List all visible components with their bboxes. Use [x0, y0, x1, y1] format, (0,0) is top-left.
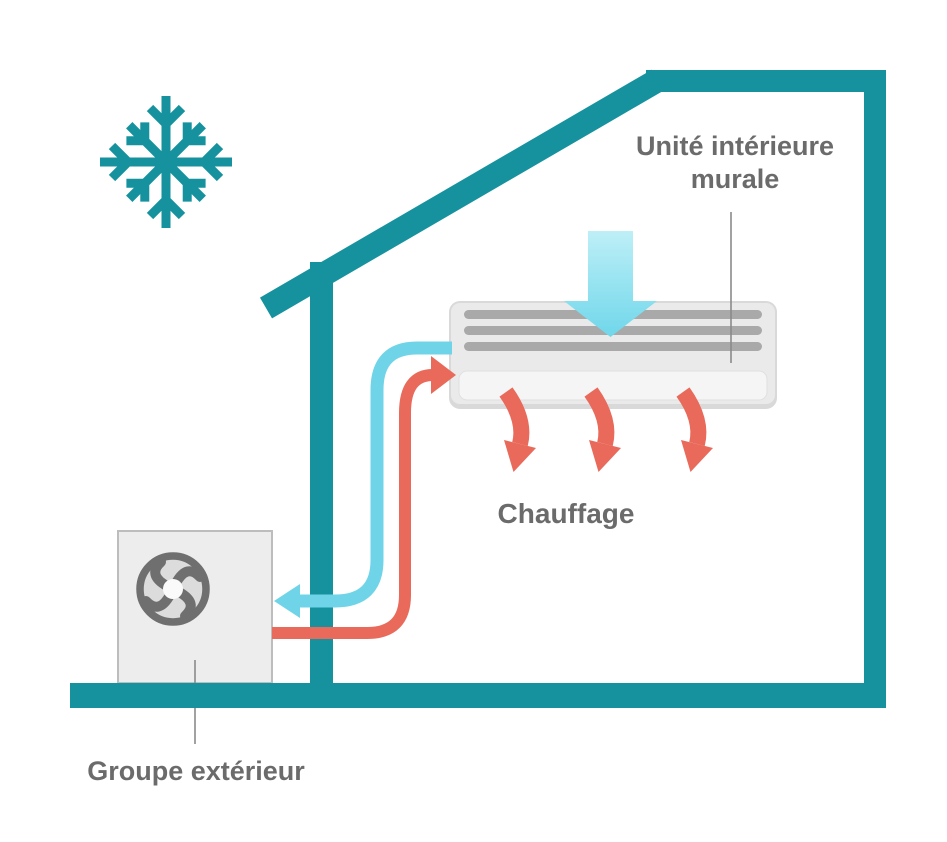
ground-bar — [70, 683, 886, 708]
cold-line — [274, 341, 452, 618]
label-outdoor-unit: Groupe extérieur — [87, 756, 305, 786]
hot-line-arrow — [431, 356, 456, 394]
left-wall — [310, 262, 333, 708]
airflow-down-arrow — [564, 231, 657, 337]
house-outline — [70, 69, 886, 708]
cold-line-arrow — [274, 584, 300, 618]
outdoor-unit — [117, 530, 273, 684]
heating-arrow — [499, 387, 536, 472]
fan-icon — [136, 552, 210, 626]
label-indoor-unit: Unité intérieure murale — [635, 131, 835, 194]
heating-arrows — [499, 387, 713, 472]
snowflake-icon — [100, 96, 232, 228]
right-wall — [864, 70, 886, 708]
label-heating: Chauffage — [497, 498, 635, 529]
indoor-unit — [449, 301, 777, 409]
heating-arrow — [676, 387, 713, 472]
roof-top — [646, 70, 886, 92]
heating-arrow — [584, 387, 621, 472]
hot-line — [272, 356, 456, 639]
